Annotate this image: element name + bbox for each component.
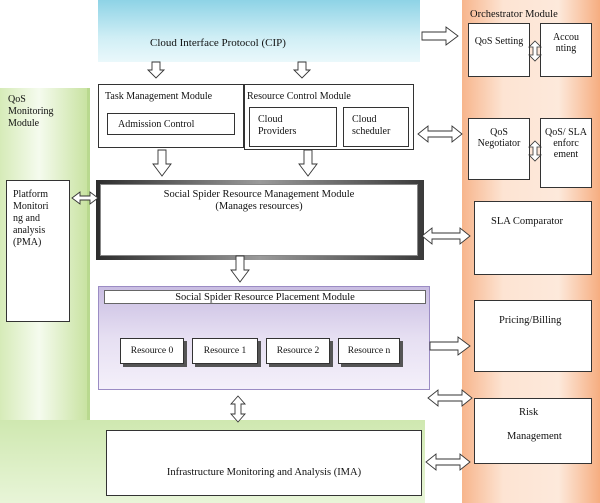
resource-control-title: Resource Control Module [247,91,351,102]
orchestrator-title: Orchestrator Module [470,9,558,20]
resource-box: Resource 2 [266,338,330,364]
pma-line: Platform [13,189,48,200]
down-arrow-icon [146,61,166,79]
cloud-scheduler-box: Cloud scheduler [343,107,409,147]
down-arrow-icon [152,149,172,177]
qos-sla-enforcement-label: QoS/ SLA enforc ement [545,127,587,160]
ima-box: Infrastructure Monitoring and Analysis (… [106,430,422,496]
risk-management-box: Risk Management [474,398,592,464]
double-arrow-horizontal-icon [417,125,463,143]
double-arrow-vertical-icon [528,40,542,62]
pricing-billing-label: Pricing/Billing [499,315,562,326]
accounting-box: Accou nting [540,23,592,77]
risk-management-label-line2: Management [507,431,562,442]
resource-control-module-box: Resource Control Module Cloud Providers … [244,84,414,150]
qos-negotiator-label: QoS Negotiator [477,127,521,149]
srm-subtitle: (Manages resources) [215,201,303,212]
pma-box: Platform Monitori ng and analysis (PMA) [6,180,70,322]
sla-comparator-label: SLA Comparator [491,216,564,227]
accounting-label: Accou nting [552,32,580,54]
rpm-title: Social Spider Resource Placement Module [175,292,355,303]
qos-monitoring-title-line1: QoS [8,94,26,105]
resource-box: Resource 1 [192,338,258,364]
double-arrow-vertical-icon [528,140,542,162]
qos-sla-enforcement-box: QoS/ SLA enforc ement [540,118,592,188]
pma-line: analysis [13,225,46,236]
cloud-scheduler-line2: scheduler [352,126,391,137]
cloud-providers-line2: Providers [258,126,297,137]
cip-label: Cloud Interface Protocol (CIP) [150,37,286,49]
cloud-scheduler-line1: Cloud [352,114,377,125]
srm-title: Social Spider Resource Management Module [163,189,355,200]
risk-management-label-line1: Risk [519,407,539,418]
qos-setting-label: QoS Setting [474,36,524,47]
pma-line: ng and [13,213,40,224]
admission-control-box: Admission Control [107,113,235,135]
pma-line: (PMA) [13,237,42,248]
srm-module-box: Social Spider Resource Management Module… [100,184,418,256]
ima-label: Infrastructure Monitoring and Analysis (… [166,467,362,478]
qos-monitoring-title-line2: Monitoring [8,106,54,117]
qos-monitoring-title-line3: Module [8,118,40,129]
qos-negotiator-box: QoS Negotiator [468,118,530,180]
right-arrow-icon [421,26,459,46]
pricing-billing-box: Pricing/Billing [474,300,592,372]
resource-box: Resource n [338,338,400,364]
admission-control-label: Admission Control [118,119,195,130]
down-arrow-icon [292,61,312,79]
rpm-title-bar: Social Spider Resource Placement Module [104,290,426,304]
task-management-title: Task Management Module [105,91,213,102]
cloud-providers-line1: Cloud [258,114,283,125]
pma-line: Monitori [13,201,49,212]
task-management-module-box: Task Management Module Admission Control [98,84,244,148]
qos-setting-box: QoS Setting [468,23,530,77]
sla-comparator-box: SLA Comparator [474,201,592,275]
cloud-providers-box: Cloud Providers [249,107,337,147]
cip-bar [98,0,420,62]
resource-box: Resource 0 [120,338,184,364]
down-arrow-icon [298,149,318,177]
double-arrow-vertical-icon [230,395,246,423]
